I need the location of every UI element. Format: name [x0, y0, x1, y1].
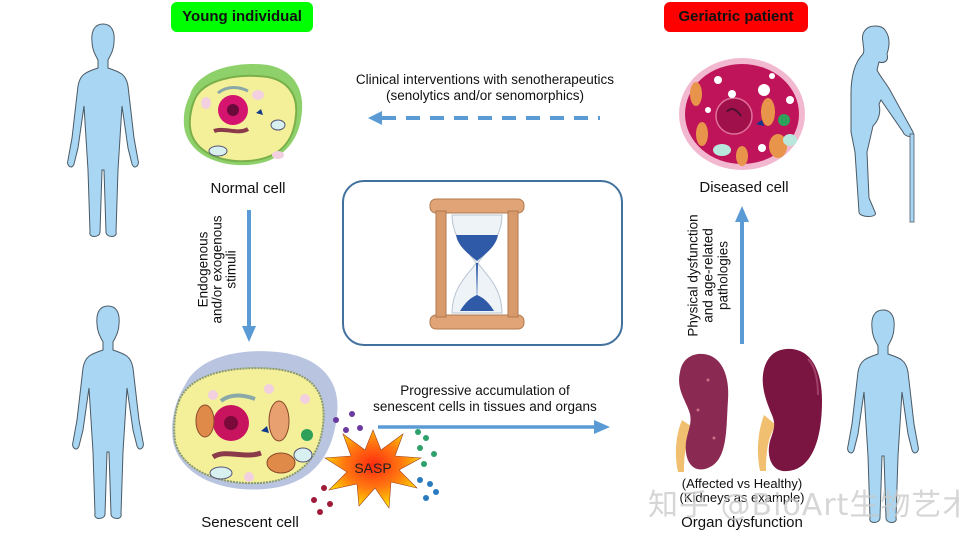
young-human-figure-top	[67, 23, 139, 237]
stimuli-label-line1: Endogenous	[195, 231, 211, 308]
aging-timer-box	[342, 180, 623, 346]
pathologies-label-line1: Physical dysfunction	[685, 214, 701, 337]
watermark-text: 知乎 @BioArt生物艺术	[648, 488, 959, 523]
geriatric-patient-badge: Geriatric patient	[664, 2, 808, 32]
affected-kidney	[675, 353, 729, 472]
organ-caption-affected-vs-healthy: (Affected vs Healthy)	[681, 476, 803, 491]
stimuli-label-line3: stimuli	[223, 250, 239, 289]
adult-human-figure	[847, 309, 919, 523]
organ-caption-kidneys-example: (Kidneys as example)	[679, 490, 805, 505]
elderly-human-figure-with-cane	[850, 25, 915, 223]
accumulation-label-line2: senescent cells in tissues and organs	[373, 399, 597, 414]
accumulation-right-arrow	[378, 420, 610, 434]
stimuli-label-line2: and/or exogenous	[209, 215, 225, 324]
accumulation-label-line1: Progressive accumulation of	[400, 383, 570, 398]
diseased-cell-illustration	[679, 58, 805, 170]
young-individual-badge: Young individual	[171, 2, 313, 32]
diseased-cell-label: Diseased cell	[699, 179, 789, 196]
young-human-figure-bottom	[72, 305, 144, 519]
senescent-cell-illustration	[172, 351, 338, 490]
senescent-cell-label: Senescent cell	[201, 514, 299, 531]
stimuli-down-arrow	[242, 210, 256, 342]
organ-dysfunction-label: Organ dysfunction	[681, 514, 803, 531]
pathologies-label-line3: pathologies	[715, 240, 731, 311]
sasp-label: SASP	[354, 460, 392, 476]
intervention-dashed-arrow	[368, 111, 600, 125]
pathologies-up-arrow	[735, 206, 749, 344]
normal-cell-illustration	[183, 64, 303, 166]
healthy-kidney	[757, 348, 822, 472]
hourglass-icon	[429, 198, 525, 330]
intervention-label-line1: Clinical interventions with senotherapeu…	[355, 72, 615, 87]
sasp-starburst	[324, 429, 423, 509]
normal-cell-label: Normal cell	[210, 180, 286, 197]
intervention-label-line2: (senolytics and/or senomorphics)	[385, 88, 585, 103]
secreted-factor-dots	[311, 411, 439, 515]
pathologies-label-line2: and age-related	[700, 228, 716, 323]
